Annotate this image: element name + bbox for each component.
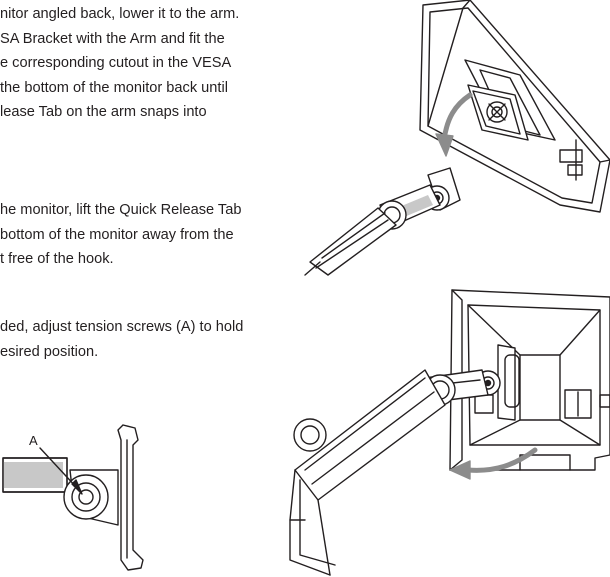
text-line: t free of the hook.	[0, 251, 114, 268]
tension-screw-detail-illustration: A	[2, 424, 144, 571]
text-line: e corresponding cutout in the VESA	[0, 55, 232, 72]
monitor-attach-illustration	[304, 0, 610, 276]
text-line: SA Bracket with the Arm and fit the	[0, 30, 225, 47]
detach-figure	[285, 285, 610, 577]
text-line: esired position.	[0, 343, 99, 360]
text-line: ded, adjust tension screws (A) to hold	[0, 319, 244, 335]
monitor-detach-illustration	[289, 289, 610, 576]
text-line: lease Tab on the arm snaps into	[0, 104, 207, 121]
text-line: nitor angled back, lower it to the arm.	[0, 6, 240, 22]
step-detach-text: he monitor, lift the Quick Release Tab b…	[0, 198, 241, 272]
tension-detail-figure: A	[0, 420, 170, 577]
text-line: bottom of the monitor away from the	[0, 226, 234, 243]
step-attach-text: nitor angled back, lower it to the arm. …	[0, 2, 239, 125]
tension-screw-label: A	[29, 433, 38, 448]
attach-figure	[300, 0, 610, 276]
text-line: he monitor, lift the Quick Release Tab	[0, 202, 242, 218]
text-line: the bottom of the monitor back until	[0, 79, 228, 96]
step-tension-text: ded, adjust tension screws (A) to hold e…	[0, 315, 243, 364]
